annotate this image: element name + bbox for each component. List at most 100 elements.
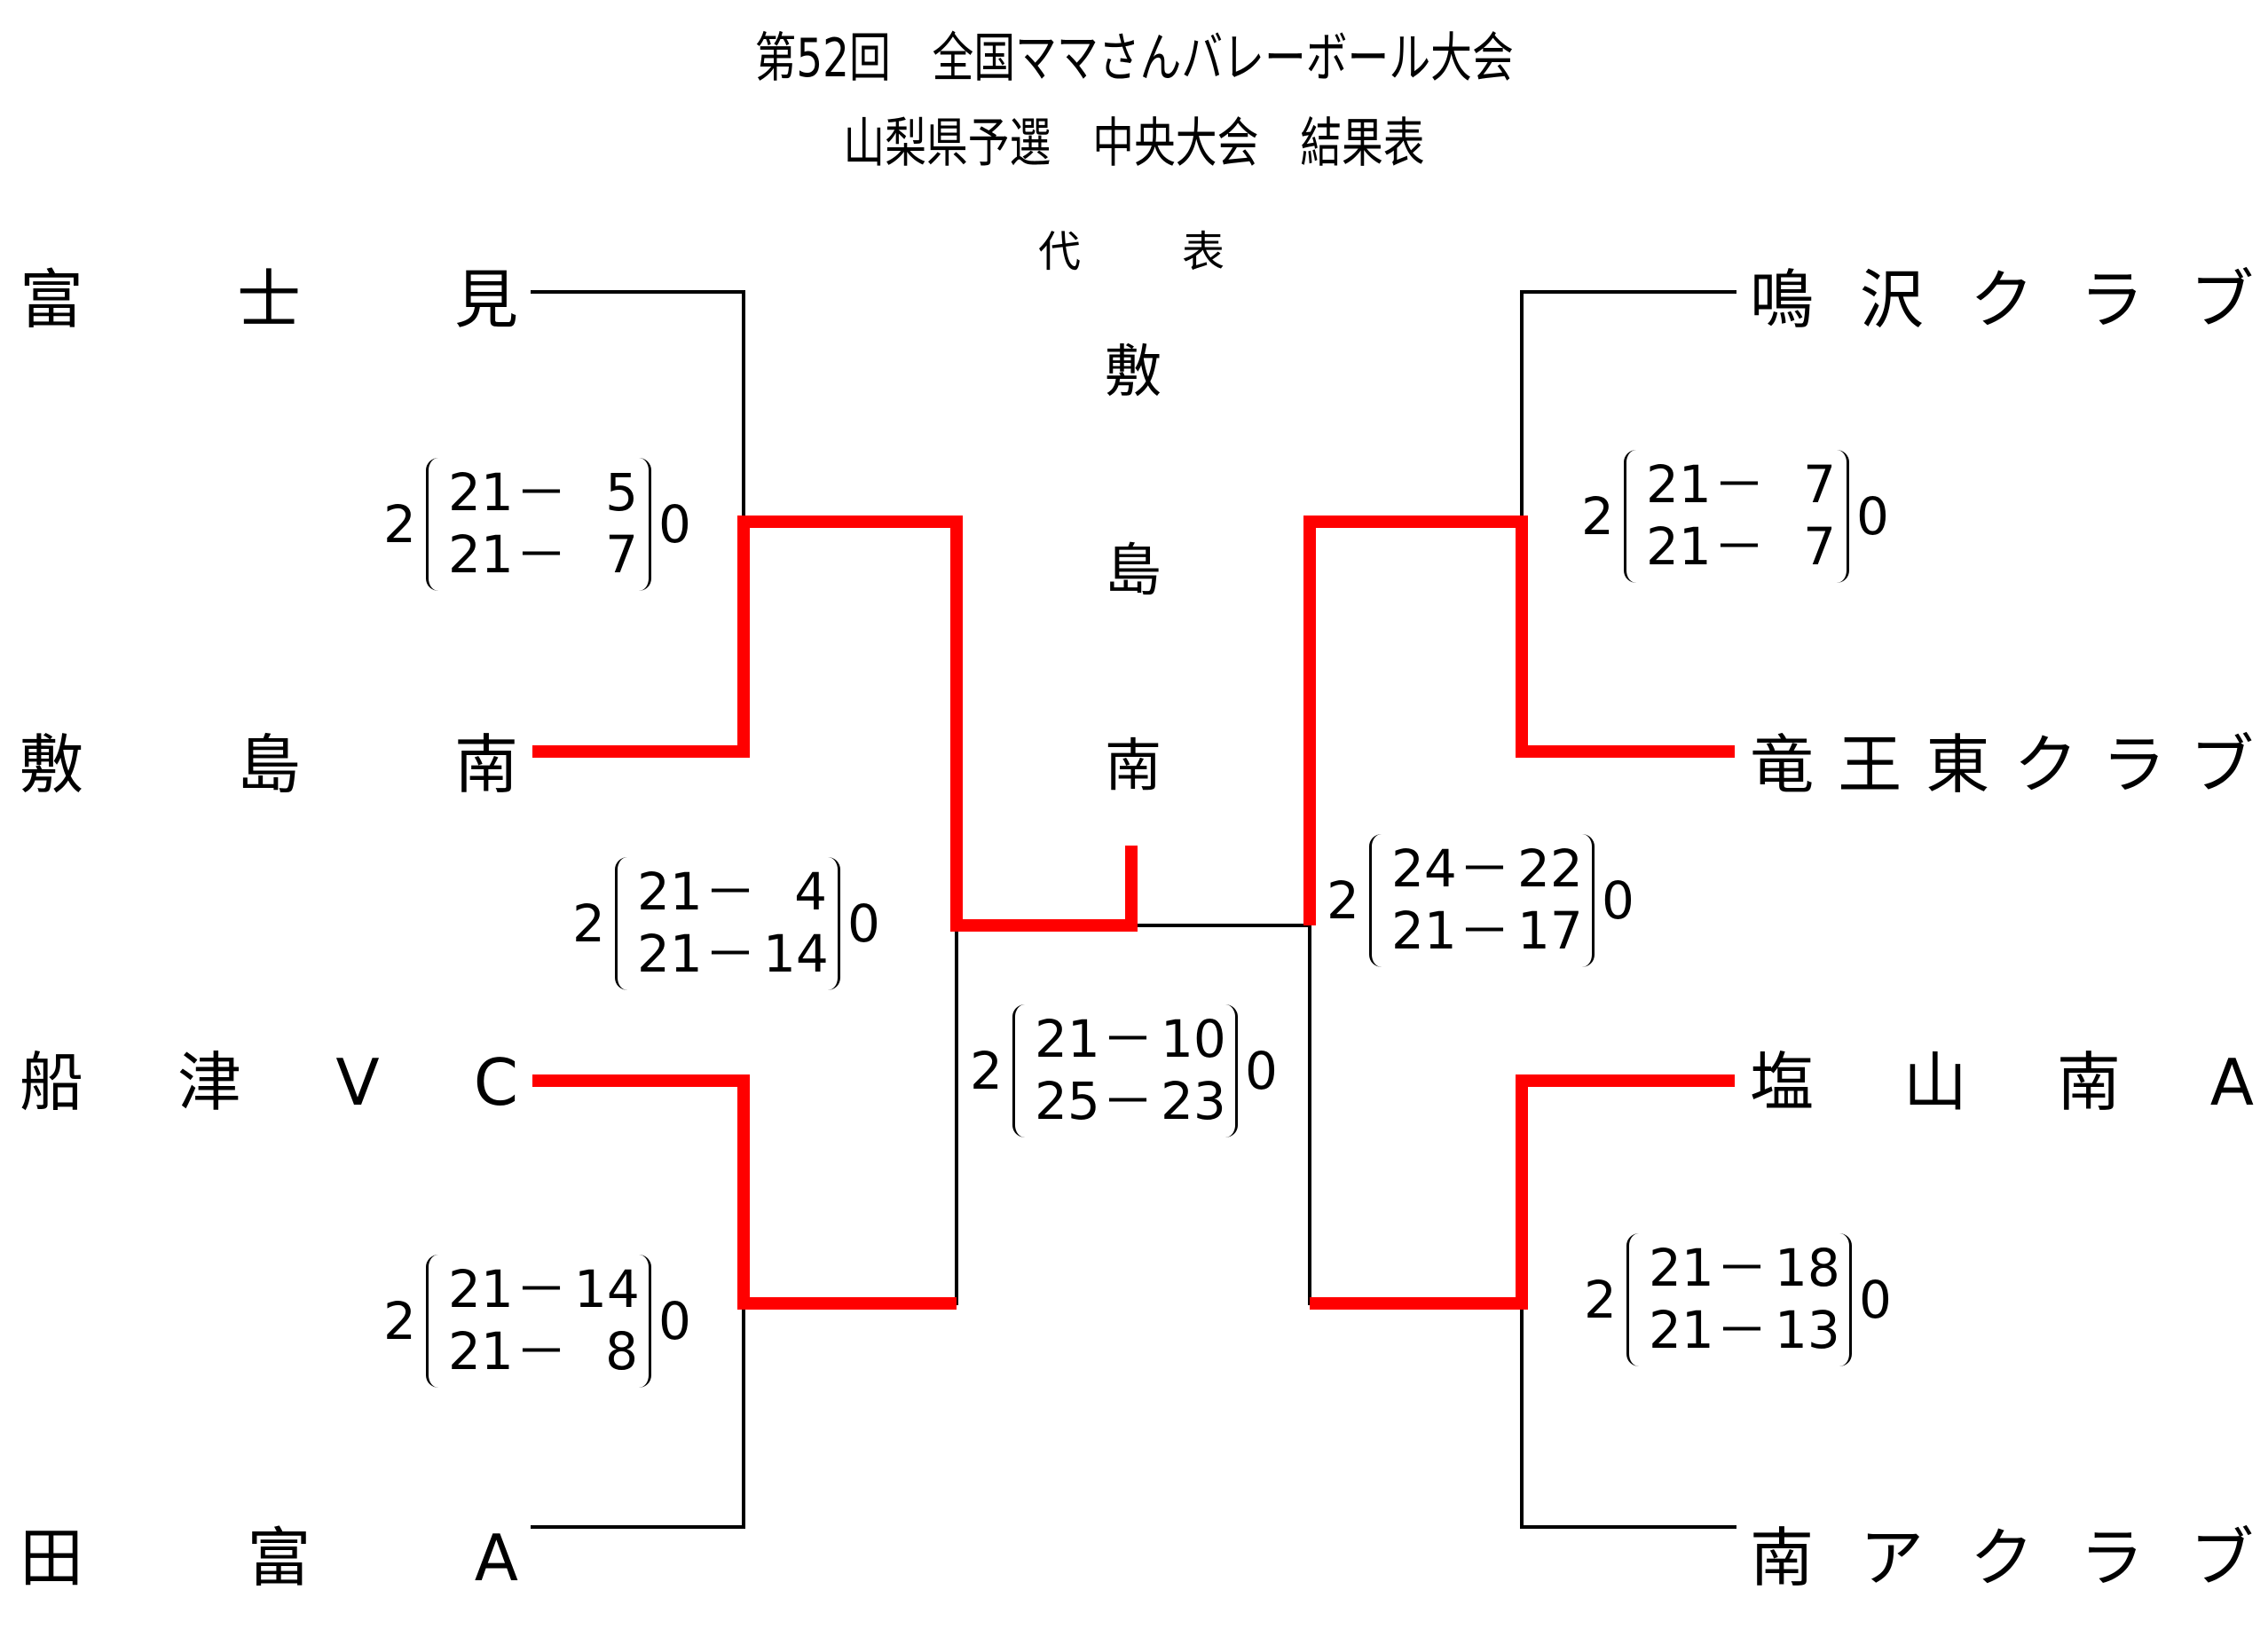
set-score-separator: －: [1713, 454, 1765, 515]
team-name-char: 田: [20, 1521, 84, 1595]
team-name-char: ブ: [2189, 1521, 2254, 1595]
team-name-char: 津: [177, 1045, 242, 1120]
team-name-char: 富: [20, 263, 84, 337]
set-score-loser: 23: [1161, 1071, 1226, 1131]
team-name-char: 山: [1902, 1045, 1967, 1120]
sets-won: 2: [1327, 870, 1359, 931]
winner-path-funatsu-r1: [532, 1074, 957, 1310]
set-score-loser: 7: [605, 524, 638, 585]
team-name-char: 塩: [1750, 1045, 1815, 1120]
set-score-winner: 21: [448, 1321, 514, 1381]
set-score-separator: －: [515, 1321, 567, 1381]
title-line-2: 山梨県予選 中央大会 結果表: [843, 113, 1425, 175]
rep-label-char: 代: [1038, 227, 1082, 277]
team-name-char: 敷: [20, 728, 84, 802]
set-score-separator: －: [1458, 838, 1510, 899]
sets-lost: 0: [1859, 1270, 1892, 1330]
title-line-1: 第52回 全国ママさんバレーボール大会: [754, 28, 1514, 90]
sets-won: 2: [383, 1291, 416, 1351]
set-score-loser: 14: [574, 1259, 640, 1319]
representative-label: 代 表: [1038, 231, 1225, 273]
team-name-char: 士: [236, 263, 301, 337]
set-score-winner: 21: [1646, 454, 1712, 515]
team-name-char: 島: [236, 728, 301, 802]
set-score-row: 21－18: [1649, 1237, 1840, 1299]
set-score-separator: －: [515, 524, 567, 585]
team-name-char: 南: [453, 728, 518, 802]
team-name-right-2: 竜王東クラブ: [1750, 729, 2254, 800]
set-score-row: 21－4: [637, 861, 827, 923]
set-score-loser: 5: [605, 462, 638, 523]
rep-label-char: 表: [1181, 227, 1225, 277]
set-score-winner: 21: [448, 462, 514, 523]
set-score-row: 21－7: [1646, 516, 1836, 578]
set-score-loser: 7: [1803, 516, 1836, 577]
set-score-winner: 21: [1649, 1238, 1714, 1298]
set-score-separator: －: [1458, 901, 1510, 961]
team-name-right-1: 鳴沢クラブ: [1750, 264, 2254, 335]
team-name-char: 富: [247, 1521, 311, 1595]
set-score-loser: 22: [1517, 838, 1583, 899]
sets-won: 2: [970, 1041, 1003, 1101]
team-name-char: ク: [1969, 263, 2034, 337]
champion-name-char: 南: [1105, 734, 1162, 799]
set-score-separator: －: [515, 1259, 567, 1319]
set-score-row: 21－13: [1649, 1299, 1840, 1361]
team-name-char: 鳴: [1750, 263, 1815, 337]
set-score-loser: 8: [605, 1321, 638, 1381]
set-score-loser: 10: [1161, 1009, 1226, 1069]
set-score-winner: 21: [1391, 901, 1457, 961]
team-name-char: 東: [1925, 728, 1990, 802]
set-score-row: 21－7: [448, 523, 638, 586]
team-name-char: ラ: [2079, 263, 2144, 337]
champion-name-char: 敷: [1105, 340, 1162, 405]
set-score-row: 21－14: [637, 923, 829, 985]
team-name-char: A: [474, 1521, 518, 1595]
team-name-char: A: [2209, 1045, 2254, 1120]
sets-won: 2: [1584, 1270, 1617, 1330]
bracket-line-narusawa: [1520, 290, 1736, 523]
set-score-row: 21－ 5: [448, 461, 638, 523]
set-score-separator: －: [1715, 1300, 1768, 1360]
sets-lost: 0: [1245, 1041, 1278, 1101]
team-name-char: ラ: [2101, 728, 2166, 802]
set-score-loser: 13: [1775, 1300, 1840, 1360]
page-subtitle: 山梨県予選 中央大会 結果表: [0, 117, 2268, 170]
team-name-char: 沢: [1859, 263, 1924, 337]
page-title: 第52回 全国ママさんバレーボール大会: [0, 32, 2268, 85]
team-name-char: V: [335, 1045, 380, 1120]
set-score-loser: 14: [763, 924, 829, 984]
winner-path-shikishima-r1: [532, 516, 1138, 932]
bracket-line-fujimi: [531, 290, 745, 523]
set-score-loser: 18: [1775, 1238, 1840, 1298]
sets-lost: 0: [658, 494, 691, 555]
sets-won: 2: [572, 893, 605, 954]
set-score-separator: －: [1715, 1238, 1768, 1298]
team-name-char: 南: [1750, 1521, 1815, 1595]
champion-name-char: 島: [1105, 539, 1162, 604]
bracket-line-tatomi: [531, 1302, 745, 1529]
set-score-row: 24－22: [1391, 838, 1583, 900]
set-score-winner: 21: [1646, 516, 1712, 577]
set-score-row: 21－14: [448, 1258, 640, 1320]
set-score-loser: 4: [794, 862, 827, 922]
sets-won: 2: [383, 494, 416, 555]
set-score-separator: －: [1101, 1071, 1154, 1131]
set-score-winner: 25: [1035, 1071, 1100, 1131]
set-score-loser: 17: [1517, 901, 1583, 961]
team-name-left-2: 敷島南: [20, 729, 518, 800]
team-name-char: ブ: [2189, 728, 2254, 802]
sets-lost: 0: [1856, 486, 1889, 547]
set-score-separator: －: [515, 462, 567, 523]
sets-lost: 0: [658, 1291, 691, 1351]
team-name-char: 見: [453, 263, 518, 337]
set-score-row: 21－17: [1391, 900, 1583, 962]
set-score-winner: 21: [637, 924, 703, 984]
